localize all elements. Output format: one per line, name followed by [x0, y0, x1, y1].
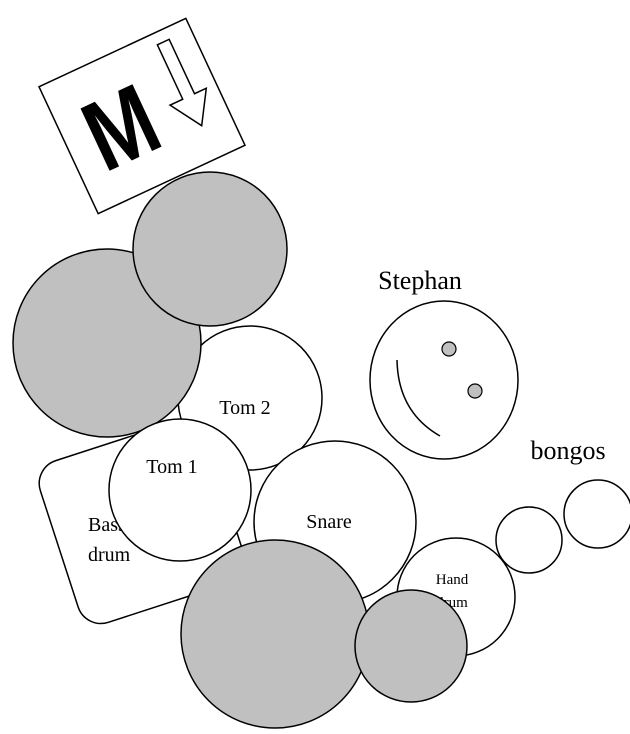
bongo-left — [495, 506, 563, 574]
smiley-eye-left — [441, 341, 457, 357]
splash-cymbal — [354, 589, 468, 703]
snare-label: Snare — [306, 511, 352, 533]
hi-hat-cymbal — [180, 539, 370, 729]
bongos-label: bongos — [530, 436, 605, 465]
smiley-eye-right — [467, 383, 483, 399]
bongo-right — [563, 479, 630, 549]
arrow-down-icon — [156, 38, 208, 127]
hand-drum-label-line1: Hand — [436, 572, 469, 588]
musician-stephan: Stephan — [369, 266, 519, 460]
bass-drum-label-line2: drum — [88, 544, 131, 566]
tom-1-label: Tom 1 — [146, 456, 197, 478]
tom-2-label: Tom 2 — [219, 397, 270, 419]
monitor-wedge: M — [38, 17, 246, 215]
smiley-face-outline — [369, 300, 519, 460]
musician-name: Stephan — [378, 266, 462, 295]
smiley-mouth — [396, 359, 441, 437]
bongos: bongos — [495, 436, 630, 574]
tom-1-drum — [108, 418, 252, 562]
ride-cymbal-top — [132, 171, 288, 327]
tom-1: Tom 1 — [108, 418, 252, 562]
monitor-box — [38, 17, 246, 215]
smiley-face-icon — [369, 300, 519, 460]
